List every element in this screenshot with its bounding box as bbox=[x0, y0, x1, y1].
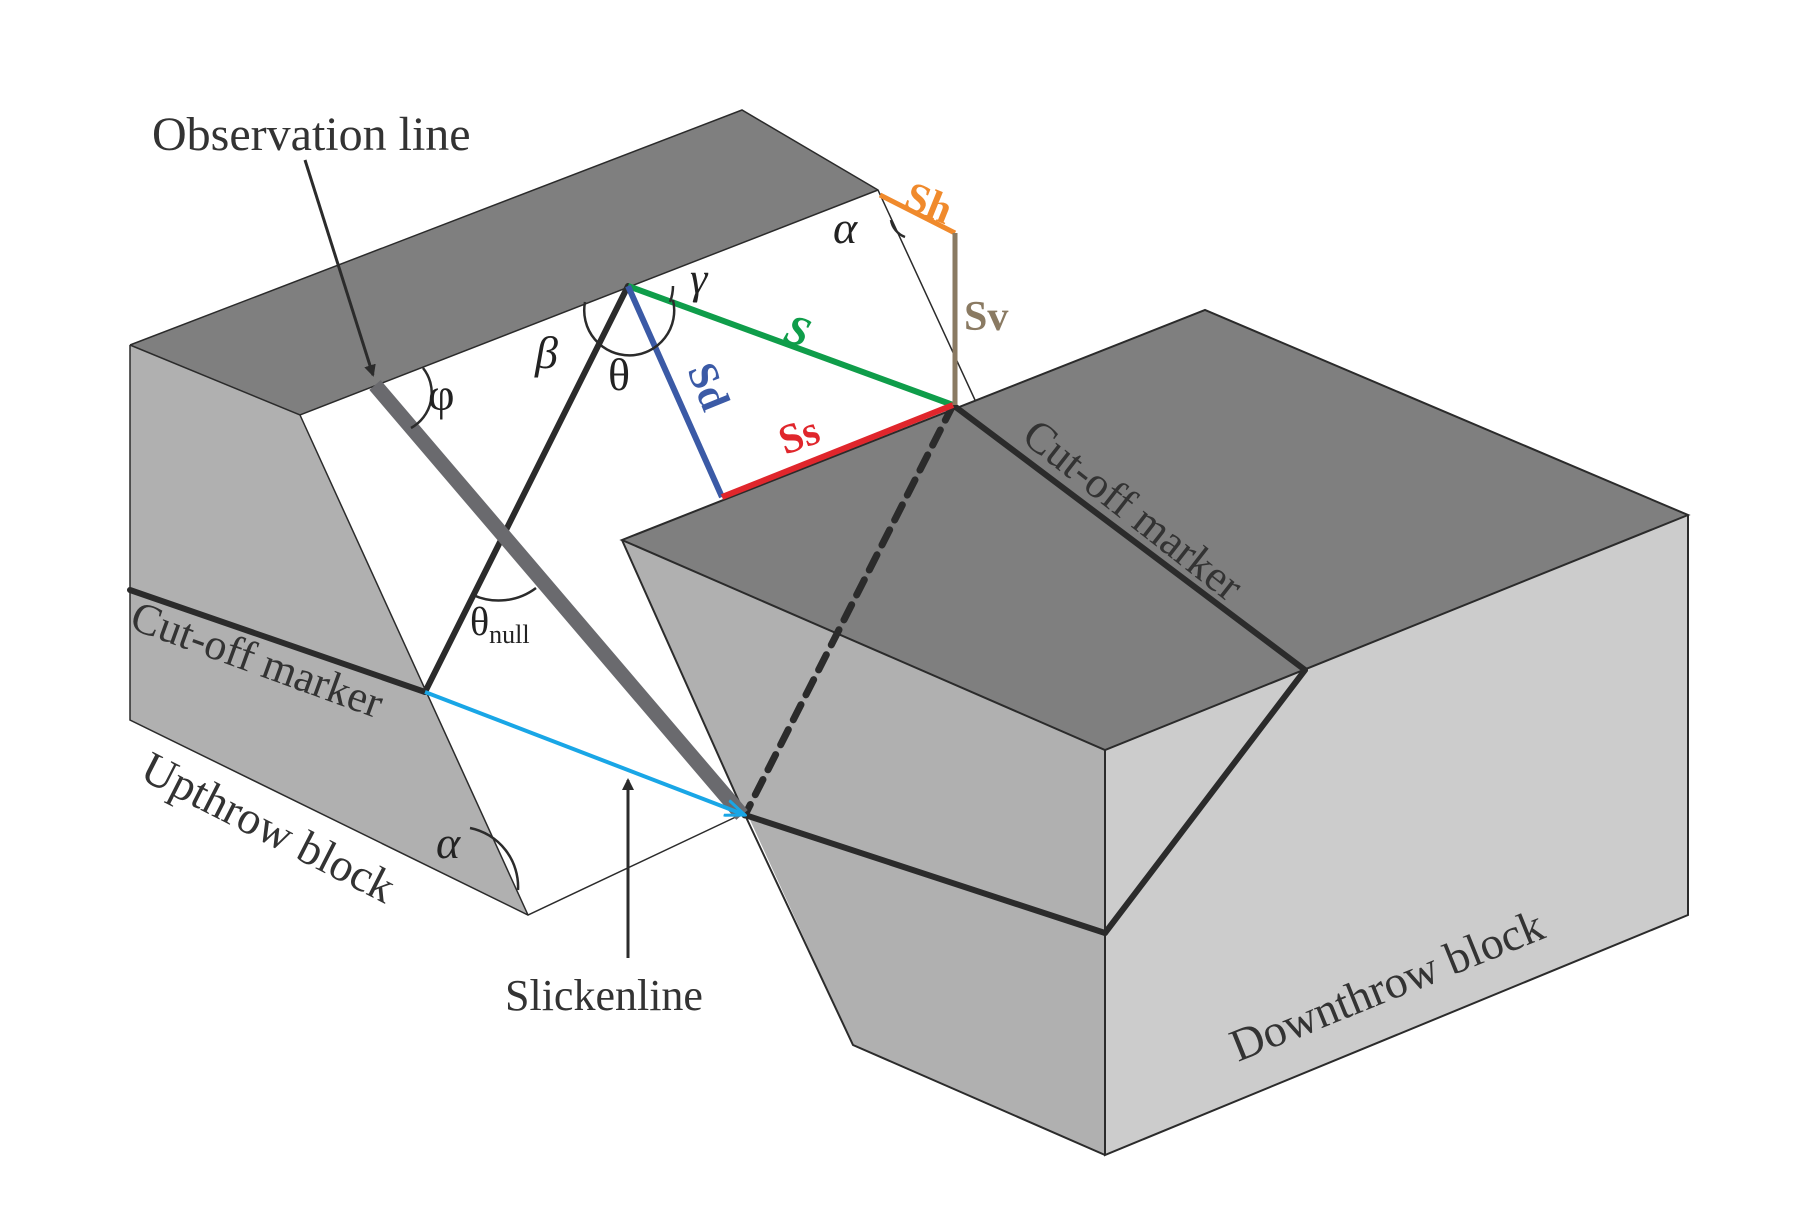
cutoff-marker-line-right-face bbox=[1102, 667, 1308, 936]
cutoff-marker-line-right-top bbox=[950, 402, 1308, 673]
sv-vector-label: Sv bbox=[964, 294, 1008, 340]
downthrow-top-face bbox=[622, 310, 1688, 750]
observation-line bbox=[369, 380, 748, 820]
angle-arc-gamma bbox=[668, 285, 675, 303]
theta-null-theta: θ bbox=[470, 599, 489, 644]
angle-arc-alpha-top bbox=[889, 219, 906, 239]
angle-arc-apex bbox=[583, 299, 676, 357]
theta-null-subscript: null bbox=[489, 620, 529, 649]
beta-symbol: β bbox=[534, 327, 558, 378]
upthrow-block-top-face bbox=[130, 110, 878, 415]
sh-vector bbox=[878, 192, 957, 236]
angle-arcs bbox=[410, 219, 906, 891]
angle-arc-phi bbox=[410, 367, 433, 430]
slickenline-label: Slickenline bbox=[505, 971, 703, 1020]
s-vector bbox=[626, 283, 955, 408]
cutoff-marker-line-downthrow-fault bbox=[742, 812, 1108, 936]
sd-vector bbox=[625, 284, 725, 499]
cutoff-marker-lines bbox=[127, 283, 1308, 936]
sh-vector-label: Sh bbox=[898, 174, 959, 234]
cutoff-marker-line-fault-upthrow bbox=[422, 283, 631, 695]
theta-symbol: θ bbox=[608, 349, 630, 400]
theta-null-symbol: θnull bbox=[470, 599, 530, 649]
ss-vector bbox=[720, 402, 955, 500]
alpha-bottom-symbol: α bbox=[436, 817, 461, 868]
upthrow-block-left-face bbox=[130, 345, 528, 915]
angle-arc-alpha-bottom bbox=[469, 826, 520, 891]
alpha-top-symbol: α bbox=[833, 202, 858, 253]
downthrow-fault-face-upper bbox=[622, 540, 1105, 940]
phi-symbol: φ bbox=[428, 369, 455, 420]
cutoff-marker-line-left bbox=[127, 587, 428, 695]
slip-vectors bbox=[625, 192, 958, 500]
hidden-cutoff-line bbox=[741, 401, 957, 819]
observation-line-label: Observation line bbox=[152, 108, 471, 161]
angle-arc-theta-null bbox=[472, 587, 537, 602]
gamma-symbol: γ bbox=[690, 254, 709, 303]
downthrow-block bbox=[619, 308, 1691, 1157]
downthrow-front-face bbox=[1105, 515, 1688, 1155]
observation-line-callout-arrow bbox=[303, 159, 376, 377]
slip-arrow bbox=[424, 690, 745, 817]
